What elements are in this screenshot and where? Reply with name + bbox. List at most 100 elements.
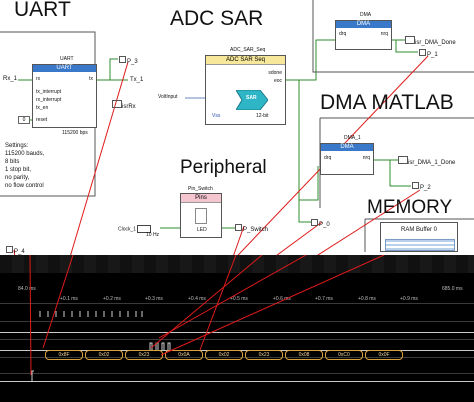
adc-input-voltinput[interactable]: VoltInput bbox=[158, 94, 178, 100]
ram-buffer-label: RAM Buffer 0 bbox=[401, 227, 437, 233]
decoded-byte[interactable]: 0x0A bbox=[165, 350, 203, 360]
output-pin-p2[interactable]: P_2 bbox=[412, 182, 431, 191]
decoded-byte[interactable]: 0x8F bbox=[45, 350, 83, 360]
uart-settings-line: 115200 bauds, bbox=[5, 151, 45, 157]
clock-icon bbox=[137, 225, 152, 233]
output-pin-switch-label: P_Switch bbox=[243, 227, 269, 233]
wire-dma1-p2 bbox=[389, 160, 411, 187]
heading-uart: UART bbox=[14, 0, 71, 21]
pin-switch-instance-name: Pin_Switch bbox=[188, 186, 213, 192]
wire-dma-p1 bbox=[395, 40, 418, 53]
output-pin-switch[interactable]: P_Switch bbox=[235, 224, 268, 233]
output-pin-p3-label: P_3 bbox=[127, 59, 138, 65]
output-pin-p0[interactable]: P_0 bbox=[311, 219, 330, 228]
pin-p2-icon bbox=[412, 182, 419, 189]
scope-tick: +0.7 ms bbox=[315, 296, 333, 302]
adc-component-header: ADC SAR Seq bbox=[206, 56, 285, 65]
trace-channel-1-pulses bbox=[39, 311, 143, 317]
decoded-byte[interactable]: 0x02 bbox=[85, 350, 123, 360]
output-pin-p4-label: P_4 bbox=[14, 249, 25, 255]
output-pin-p1[interactable]: P_1 bbox=[419, 49, 438, 58]
isr-icon bbox=[405, 36, 415, 44]
dma1-isr[interactable]: isr_DMA_1_Done bbox=[398, 156, 455, 166]
isr-icon bbox=[112, 100, 122, 108]
dma1-component[interactable]: DMA drq nrq bbox=[320, 143, 374, 175]
ram-buffer[interactable]: RAM Buffer 0 bbox=[380, 222, 458, 252]
pin-switch-component[interactable]: Pins LED bbox=[180, 193, 222, 238]
pin-p4-icon bbox=[6, 246, 13, 253]
scope-grid-line bbox=[0, 321, 474, 322]
pin-switch-header: Pins bbox=[181, 194, 221, 203]
adc-output-eoc: eoc bbox=[273, 78, 282, 84]
output-pin-p4[interactable]: P_4 bbox=[6, 246, 25, 255]
scope-grid-line bbox=[0, 357, 474, 358]
wire-adc-eoc bbox=[286, 79, 319, 201]
dma-component[interactable]: DMA drq nrq bbox=[335, 20, 392, 50]
output-pin-p2-label: P_2 bbox=[420, 185, 431, 191]
pin-switch-icon bbox=[235, 224, 242, 231]
uart-isr[interactable]: isrRx bbox=[112, 100, 136, 110]
dma1-pin-nrq: nrq bbox=[362, 155, 370, 161]
output-pin-p1-label: P_1 bbox=[427, 52, 438, 58]
uart-pin-rx-interrupt: rx_interrupt bbox=[36, 97, 62, 103]
decoded-byte[interactable]: 0x23 bbox=[245, 350, 283, 360]
sar-icon bbox=[236, 90, 268, 110]
trace-channel-1 bbox=[0, 332, 474, 333]
clock-source[interactable]: Clock_1 bbox=[118, 225, 152, 233]
uart-settings-line: 1 stop bit, bbox=[5, 167, 32, 173]
dma-instance-name: DMA bbox=[360, 12, 372, 18]
dma-isr-label: isr_DMA_Done bbox=[415, 40, 456, 46]
uart-input-rx[interactable]: Rx_1 bbox=[3, 76, 18, 82]
uart-instance-name: UART bbox=[60, 56, 74, 62]
scope-end-time: 685.0 ms bbox=[442, 286, 463, 292]
uart-settings-line: 8 bits bbox=[5, 159, 20, 165]
decoded-byte[interactable]: 0xC0 bbox=[325, 350, 363, 360]
uart-reset-constant[interactable]: 0 bbox=[18, 116, 30, 124]
uart-component-header: UART bbox=[33, 65, 96, 72]
scope-tick: +0.3 ms bbox=[145, 296, 163, 302]
adc-output-sdone: sdone bbox=[268, 70, 282, 76]
uart-pin-rx: rx bbox=[36, 76, 41, 82]
uart-baud-rate: 115200 bps bbox=[62, 130, 88, 136]
wire-p0 bbox=[298, 200, 311, 223]
scope-annotation-overlay bbox=[29, 255, 385, 376]
decoded-byte[interactable]: 0x02 bbox=[205, 350, 243, 360]
uart-pin-tx-interrupt: tx_interrupt bbox=[36, 89, 62, 95]
heading-dma-matlab: DMA MATLAB bbox=[320, 91, 454, 114]
dma-isr[interactable]: isr_DMA_Done bbox=[405, 36, 456, 46]
uart-settings-line: no parity, bbox=[5, 175, 30, 181]
scope-start-time: 84.0 ms bbox=[18, 286, 36, 292]
pin-p1-icon bbox=[419, 49, 426, 56]
pin-p3-icon bbox=[119, 56, 126, 63]
decoded-byte[interactable]: 0x23 bbox=[125, 350, 163, 360]
scope-tick: +0.4 ms bbox=[188, 296, 206, 302]
uart-settings-line: Settings: bbox=[5, 143, 29, 149]
switch-icon bbox=[195, 208, 207, 224]
logic-analyzer-view[interactable]: 84.0 ms 685.0 ms +0.1 ms +0.2 ms +0.3 ms… bbox=[0, 255, 474, 402]
decoded-byte[interactable]: 0x08 bbox=[285, 350, 323, 360]
scope-grid-line bbox=[0, 373, 474, 374]
adc-component[interactable]: ADC SAR Seq sdone eoc SAR 12-bit Vss bbox=[205, 55, 286, 125]
uart-pin-reset: reset bbox=[36, 117, 48, 123]
output-pin-tx1[interactable]: Tx_1 bbox=[130, 77, 144, 83]
dma1-instance-name: DMA_1 bbox=[344, 135, 361, 141]
adc-sar-label: SAR bbox=[246, 95, 257, 101]
uart-component[interactable]: UART rx tx tx_interrupt rx_interrupt tx_… bbox=[32, 64, 97, 128]
clock-label: Clock_1 bbox=[118, 226, 137, 233]
uart-settings-line: no flow control bbox=[5, 183, 44, 189]
dma-component-header: DMA bbox=[336, 21, 391, 28]
trace-channel-4-edge bbox=[31, 370, 34, 381]
dma1-pin-drq: drq bbox=[324, 155, 332, 161]
dma-pin-nrq: nrq bbox=[380, 31, 388, 37]
clock-frequency: 10 Hz bbox=[146, 232, 160, 238]
wire-uart-p3 bbox=[109, 58, 118, 80]
scope-tick: +0.5 ms bbox=[230, 296, 248, 302]
adc-vss: Vss bbox=[212, 113, 221, 119]
scope-grid-line bbox=[0, 303, 474, 304]
output-pin-p3[interactable]: P_3 bbox=[119, 56, 138, 65]
decoded-byte[interactable]: 0x0F bbox=[365, 350, 403, 360]
uart-pin-tx-en: tx_en bbox=[36, 105, 49, 111]
output-pin-p0-label: P_0 bbox=[319, 222, 330, 228]
scope-tick: +0.1 ms bbox=[60, 296, 78, 302]
adc-resolution: 12-bit bbox=[256, 113, 269, 119]
